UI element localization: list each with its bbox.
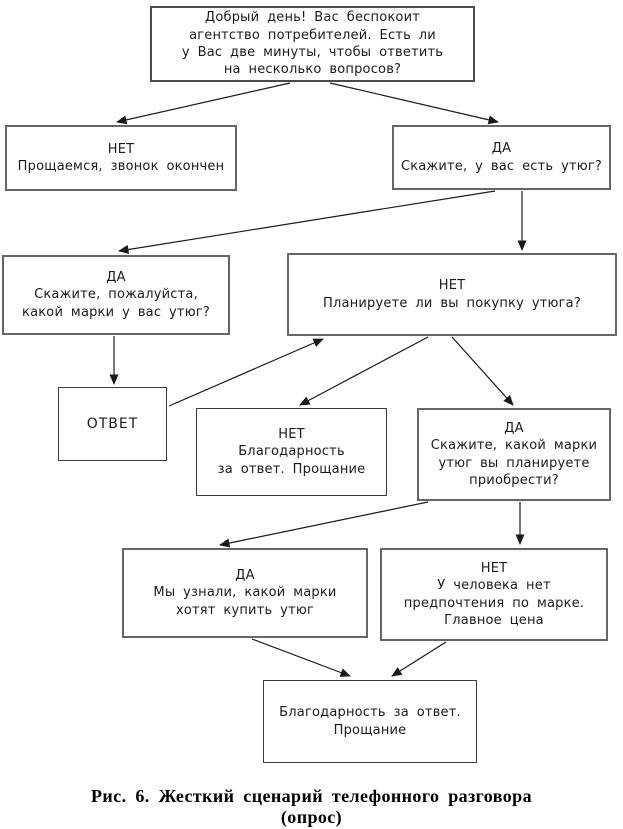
arrow-yes-planned-brand-to-yes-learned-brand	[219, 501, 429, 548]
node-answer-label: ОТВЕТ	[86, 415, 139, 432]
node-final-thanks-label: Благодарность за ответ. Прощание	[279, 705, 461, 738]
flowchart-node-greeting: Добрый день! Вас беспокоит агентство пот…	[150, 6, 475, 82]
node-yes-learned-brand-label: ДА Мы узнали, какой марки хотят купить у…	[153, 568, 337, 618]
arrow-greeting-to-yes-have-iron	[329, 82, 499, 125]
flowchart-node-final-thanks: Благодарность за ответ. Прощание	[263, 680, 477, 763]
flowchart-node-no-planning-purchase: НЕТ Планируете ли вы покупку утюга?	[287, 253, 617, 336]
flowchart-node-answer: ОТВЕТ	[58, 387, 167, 461]
node-yes-which-brand-label: ДА Скажите, пожалуйста, какой марки у ва…	[22, 270, 210, 320]
arrow-yes-have-iron-to-yes-which-brand	[118, 190, 496, 254]
flowchart-node-yes-learned-brand: ДА Мы узнали, какой марки хотят купить у…	[122, 548, 368, 638]
arrow-answer-to-no-planning-purchase	[168, 338, 324, 407]
figure-caption: Рис. 6. Жесткий сценарий телефонного раз…	[0, 786, 623, 827]
flowchart-node-no-thanks-goodbye: НЕТ Благодарность за ответ. Прощание	[196, 408, 387, 496]
flowchart-node-yes-planned-brand: ДА Скажите, какой марки утюг вы планируе…	[417, 408, 611, 501]
flowchart-node-yes-have-iron: ДА Скажите, у вас есть утюг?	[392, 125, 611, 190]
figure-caption-line2: (опрос)	[280, 806, 343, 827]
arrow-yes-learned-brand-to-final-thanks	[251, 638, 351, 677]
node-greeting-label: Добрый день! Вас беспокоит агентство пот…	[181, 10, 444, 78]
node-no-planning-purchase-label: НЕТ Планируете ли вы покупку утюга?	[323, 278, 581, 311]
flowchart-node-yes-which-brand: ДА Скажите, пожалуйста, какой марки у ва…	[2, 255, 230, 335]
arrow-no-price-matters-to-final-thanks	[391, 641, 447, 677]
node-no-thanks-goodbye-label: НЕТ Благодарность за ответ. Прощание	[217, 427, 366, 477]
arrow-no-planning-purchase-to-no-thanks-goodbye	[299, 336, 429, 406]
arrow-greeting-to-no-end-call	[116, 82, 291, 125]
node-no-end-call-label: НЕТ Прощаемся, звонок окончен	[17, 141, 225, 174]
node-no-price-matters-label: НЕТ У человека нет предпочтения по марке…	[403, 560, 585, 628]
flowchart-node-no-price-matters: НЕТ У человека нет предпочтения по марке…	[380, 548, 608, 641]
node-yes-planned-brand-label: ДА Скажите, какой марки утюг вы планируе…	[430, 420, 598, 488]
figure-caption-line1: Рис. 6. Жесткий сценарий телефонного раз…	[91, 786, 532, 806]
node-yes-have-iron-label: ДА Скажите, у вас есть утюг?	[400, 141, 603, 174]
arrow-no-planning-purchase-to-yes-planned-brand	[451, 336, 514, 406]
flowchart-node-no-end-call: НЕТ Прощаемся, звонок окончен	[5, 125, 237, 191]
